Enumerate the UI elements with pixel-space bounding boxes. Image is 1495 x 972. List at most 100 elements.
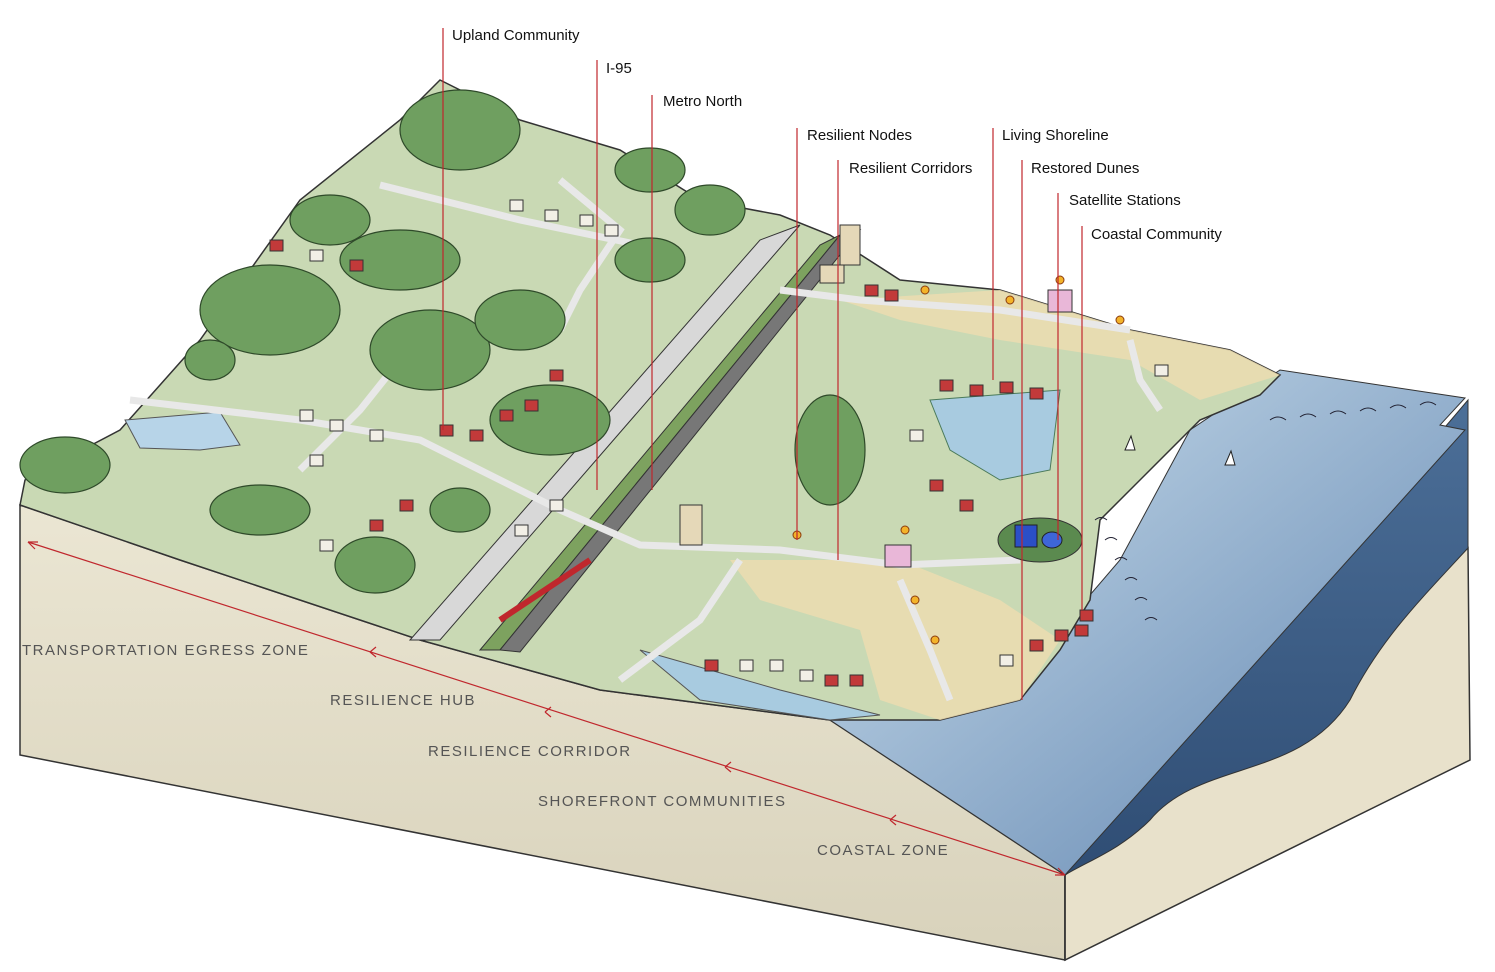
- tree: [334, 536, 416, 594]
- callout-restored-dunes: Restored Dunes: [1031, 160, 1139, 177]
- house: [1154, 364, 1169, 377]
- house: [604, 224, 619, 237]
- wave: [1299, 413, 1317, 418]
- house: [524, 399, 539, 412]
- callout-i-95: I-95: [606, 60, 632, 77]
- house: [999, 381, 1014, 394]
- inland-pond: [124, 411, 241, 451]
- house: [369, 429, 384, 442]
- road: [617, 558, 743, 683]
- resilient-node-icon: [1005, 295, 1015, 305]
- house: [399, 499, 414, 512]
- zone-resilience-corridor: RESILIENCE CORRIDOR: [428, 743, 632, 760]
- tree: [19, 436, 111, 494]
- resilient-node-icon: [1055, 275, 1065, 285]
- tree: [184, 339, 236, 381]
- house: [319, 539, 334, 552]
- tree: [614, 237, 686, 283]
- tree: [399, 89, 521, 171]
- house: [1029, 387, 1044, 400]
- tree: [209, 484, 311, 536]
- tree: [199, 264, 341, 356]
- house: [499, 409, 514, 422]
- house: [309, 249, 324, 262]
- building: [884, 544, 912, 568]
- road: [129, 396, 1021, 569]
- resilient-node-icon: [1115, 315, 1125, 325]
- wave: [1124, 577, 1138, 581]
- house: [509, 199, 524, 212]
- zone-coastal: COASTAL ZONE: [817, 842, 949, 859]
- tree: [289, 194, 371, 246]
- callout-upland-community: Upland Community: [452, 27, 580, 44]
- tree: [794, 394, 866, 506]
- satellite-station-island: [997, 517, 1083, 563]
- house: [299, 409, 314, 422]
- wave: [1359, 407, 1377, 412]
- zone-resilience-hub: RESILIENCE HUB: [330, 692, 476, 709]
- house: [1029, 639, 1044, 652]
- house: [369, 519, 384, 532]
- lower-bay: [639, 649, 881, 721]
- sailboat-icon: [1124, 434, 1136, 451]
- house: [549, 499, 564, 512]
- wave: [1419, 401, 1437, 406]
- tree: [429, 487, 491, 533]
- house: [439, 424, 454, 437]
- callout-living-shoreline: Living Shoreline: [1002, 127, 1109, 144]
- wave: [1269, 416, 1287, 421]
- house: [969, 384, 984, 397]
- callout-metro-north: Metro North: [663, 93, 742, 110]
- house: [909, 429, 924, 442]
- house: [1054, 629, 1069, 642]
- house: [704, 659, 719, 672]
- tree: [339, 229, 461, 291]
- house: [349, 259, 364, 272]
- house: [929, 479, 944, 492]
- wave: [1144, 617, 1158, 621]
- house: [864, 284, 879, 297]
- zone-transportation-egress: TRANSPORTATION EGRESS ZONE: [22, 642, 309, 659]
- tree: [489, 384, 611, 456]
- tree: [369, 309, 491, 391]
- dune-zone-south: [730, 560, 1060, 720]
- house: [579, 214, 594, 227]
- house: [544, 209, 559, 222]
- wave: [1094, 517, 1108, 521]
- house: [739, 659, 754, 672]
- resilient-node-icon: [920, 285, 930, 295]
- resilient-node-icon: [910, 595, 920, 605]
- callout-coastal-community: Coastal Community: [1091, 226, 1222, 243]
- house: [884, 289, 899, 302]
- house: [939, 379, 954, 392]
- satellite-tank: [1041, 531, 1063, 549]
- road: [779, 286, 1131, 334]
- road: [556, 177, 625, 332]
- resilient-node-icon: [930, 635, 940, 645]
- wave: [1389, 404, 1407, 409]
- resilient-node-icon: [900, 525, 910, 535]
- house: [269, 239, 284, 252]
- house: [799, 669, 814, 682]
- wave: [1134, 597, 1148, 601]
- wave: [1329, 410, 1347, 415]
- house: [549, 369, 564, 382]
- house: [1079, 609, 1094, 622]
- house: [329, 419, 344, 432]
- callout-satellite-stations: Satellite Stations: [1069, 192, 1181, 209]
- tree: [474, 289, 566, 351]
- road: [896, 578, 954, 702]
- callouts: Upland Community I-95 Metro North Resili…: [442, 27, 1222, 700]
- road: [379, 181, 641, 249]
- house: [849, 674, 864, 687]
- wave: [1104, 537, 1118, 541]
- building: [1047, 289, 1073, 313]
- dune-zone: [840, 290, 1280, 400]
- house: [1074, 624, 1089, 637]
- callout-resilient-nodes: Resilient Nodes: [807, 127, 912, 144]
- house: [469, 429, 484, 442]
- zone-shorefront-communities: SHOREFRONT COMMUNITIES: [538, 793, 787, 810]
- house: [309, 454, 324, 467]
- tree: [614, 147, 686, 193]
